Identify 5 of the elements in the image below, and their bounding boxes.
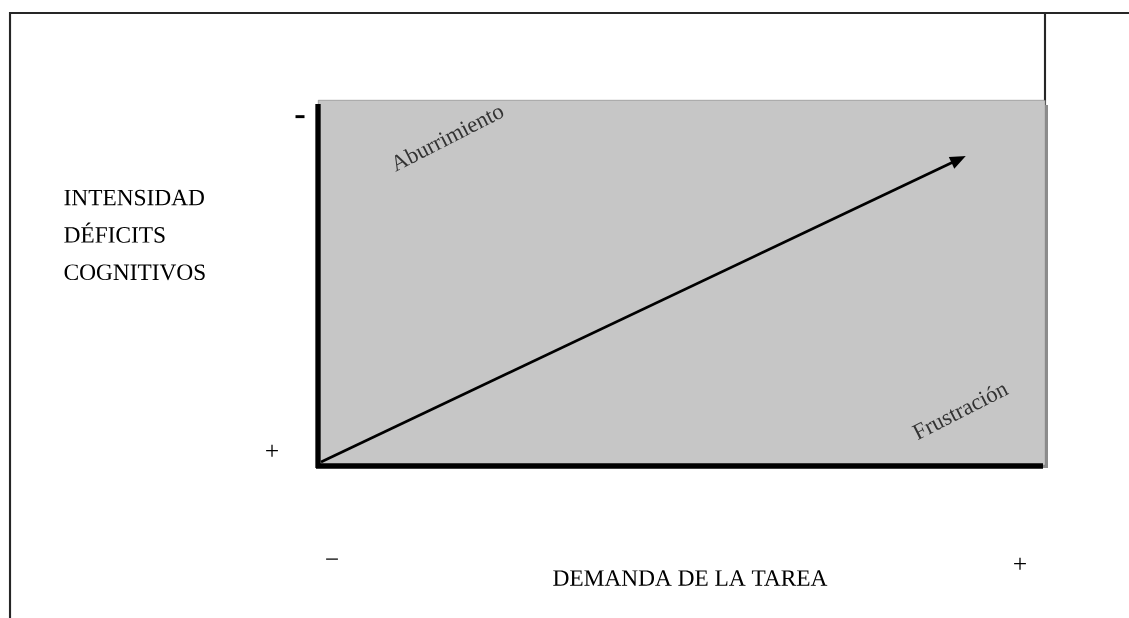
axis-end-sign: + <box>266 444 278 457</box>
axis-title: INTENSIDAD DÉFICITS COGNITIVOS <box>64 189 205 281</box>
axis-title: DEMANDA DE LA TAREA <box>553 570 828 586</box>
axis-end-sign: + <box>1014 557 1026 570</box>
axis-end-sign: − <box>326 558 338 560</box>
